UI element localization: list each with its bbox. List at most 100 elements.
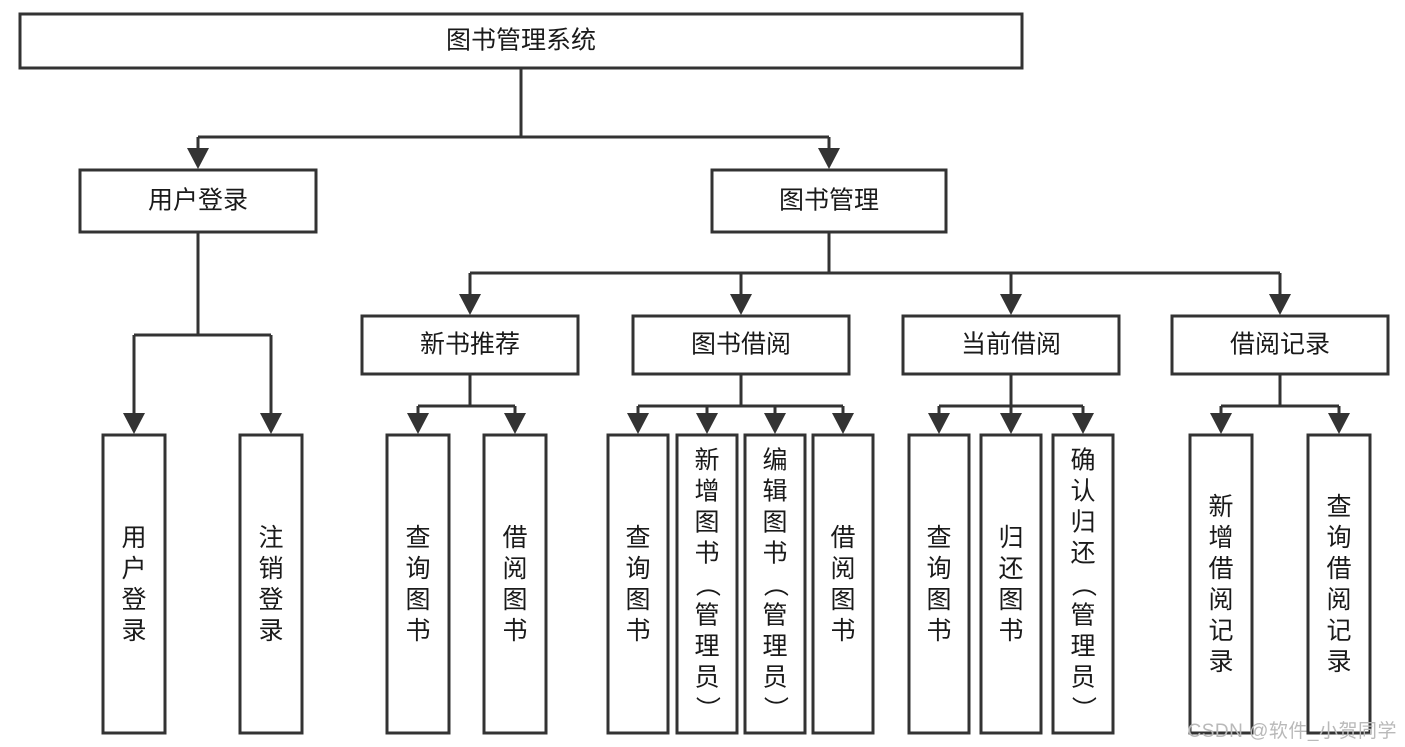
arrow-head-icon	[260, 413, 282, 434]
node-label-char: 图	[502, 586, 527, 614]
node-box[interactable]	[907, 433, 971, 735]
node-box[interactable]	[18, 12, 1024, 70]
node-label: 图书借阅	[691, 331, 791, 359]
node-box[interactable]	[710, 168, 948, 234]
node-box[interactable]	[101, 433, 167, 735]
arrow-head-icon	[1269, 294, 1291, 315]
node-borrow-record[interactable]: 借阅记录	[1170, 314, 1390, 376]
node-box[interactable]	[1306, 433, 1372, 735]
node-box[interactable]	[238, 433, 304, 735]
node-label: 借阅记录	[1230, 331, 1330, 359]
node-box[interactable]	[606, 433, 670, 735]
node-label-char: 查	[625, 524, 650, 552]
node-box[interactable]	[811, 433, 875, 735]
node-label-char: 询	[926, 555, 951, 583]
node-label-char: 理	[694, 633, 719, 661]
node-box[interactable]	[482, 433, 548, 735]
node-new-book-recommend[interactable]: 新书推荐	[360, 314, 580, 376]
arrow-head-icon	[764, 413, 786, 434]
node-book-borrow[interactable]: 图书借阅	[631, 314, 851, 376]
arrow-head-icon	[504, 413, 526, 434]
arrow-head-icon	[1000, 294, 1022, 315]
node-label-char: ）	[1069, 696, 1097, 721]
node-box[interactable]	[1170, 314, 1390, 376]
node-leaf-user-login[interactable]: 用户登录	[101, 433, 167, 735]
arrow-head-icon	[1328, 413, 1350, 434]
node-label-char: 录	[258, 617, 283, 645]
node-label-char: 录	[1326, 648, 1351, 676]
arrow-head-icon	[818, 148, 840, 169]
node-label-char: 阅	[830, 555, 855, 583]
node-label-char: 阅	[1326, 586, 1351, 614]
node-label: 用户登录	[148, 187, 248, 215]
node-label-char: 还	[1070, 540, 1095, 568]
node-label-char: 借	[830, 524, 855, 552]
node-label-char: 记	[1326, 617, 1351, 645]
connector-group	[407, 374, 526, 434]
node-label-char: （	[761, 572, 789, 597]
arrow-head-icon	[627, 413, 649, 434]
node-box[interactable]	[78, 168, 318, 234]
node-box[interactable]	[1188, 433, 1254, 735]
node-box[interactable]	[675, 433, 739, 735]
node-label-char: 借	[1208, 555, 1233, 583]
node-box[interactable]	[901, 314, 1121, 376]
node-label: 当前借阅	[961, 331, 1061, 359]
node-label-char: 注	[258, 524, 283, 552]
node-label-char: 书	[926, 617, 951, 645]
node-root[interactable]: 图书管理系统	[18, 12, 1024, 70]
node-label-char: 借	[502, 524, 527, 552]
node-label-char: 员	[762, 664, 787, 692]
node-label-char: 查	[1326, 493, 1351, 521]
node-label-char: 用	[121, 524, 146, 552]
node-book-manage[interactable]: 图书管理	[710, 168, 948, 234]
node-box[interactable]	[743, 433, 807, 735]
node-label: 图书管理	[779, 187, 879, 215]
node-layer: 图书管理系统用户登录图书管理新书推荐图书借阅当前借阅借阅记录用户登录注销登录查询…	[18, 12, 1390, 735]
arrow-head-icon	[928, 413, 950, 434]
node-label-char: 认	[1070, 478, 1095, 506]
node-label-char: 询	[625, 555, 650, 583]
node-label-char: 询	[405, 555, 430, 583]
node-label-char: 辑	[762, 478, 787, 506]
node-box[interactable]	[1051, 433, 1115, 735]
node-label-char: 销	[258, 555, 283, 583]
node-current-borrow[interactable]: 当前借阅	[901, 314, 1121, 376]
node-label: 图书管理系统	[446, 27, 596, 55]
node-label-char: 阅	[1208, 586, 1233, 614]
node-label-char: 新	[694, 447, 719, 475]
node-label-char: 归	[998, 524, 1023, 552]
node-box[interactable]	[360, 314, 580, 376]
node-box[interactable]	[385, 433, 451, 735]
node-label-char: 书	[762, 540, 787, 568]
node-label-char: ）	[693, 696, 721, 721]
node-box[interactable]	[979, 433, 1043, 735]
node-label-char: 书	[830, 617, 855, 645]
node-label-char: 图	[762, 509, 787, 537]
node-box[interactable]	[631, 314, 851, 376]
node-label-char: 登	[121, 586, 146, 614]
connector-group	[123, 232, 282, 434]
node-label-char: 书	[998, 617, 1023, 645]
node-label-char: 登	[258, 586, 283, 614]
node-label-char: 户	[121, 555, 146, 583]
node-user-login[interactable]: 用户登录	[78, 168, 318, 234]
node-label-char: （	[1069, 572, 1097, 597]
connector-group	[459, 232, 1291, 315]
connector-group	[1210, 374, 1350, 434]
node-label-char: 编	[762, 447, 787, 475]
connector-layer	[123, 68, 1350, 434]
